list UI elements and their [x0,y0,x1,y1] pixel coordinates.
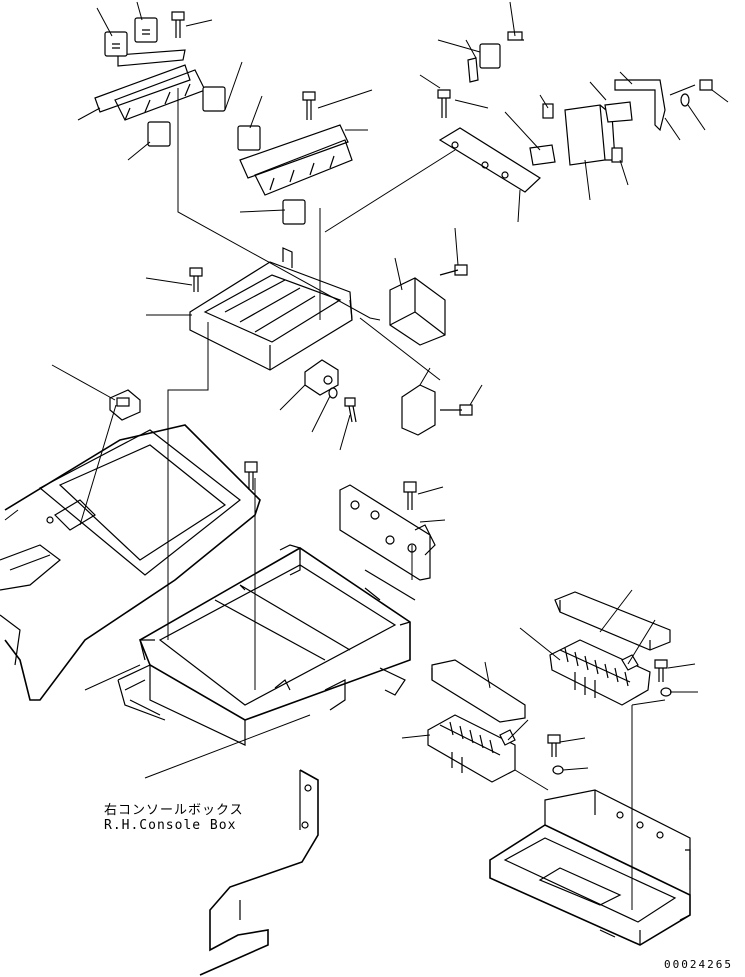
bolt-top-1 [171,11,185,38]
relay-bracket-middle [239,124,353,196]
pad-2 [604,101,633,123]
buzzer [304,359,339,396]
console-base-frame [117,544,411,746]
controller-box-mid [389,277,446,346]
bolt-top-3 [507,31,524,41]
console-bracket-lower [199,769,319,976]
console-body-left [0,424,261,701]
mounting-tray [189,247,353,371]
bracket-small-top [467,57,479,83]
fuse-block-lower [427,714,516,783]
clip-small-2 [611,147,623,163]
relay-5 [237,125,261,151]
screw-right-1 [654,659,668,682]
caption-japanese: 右コンソールボックス [104,803,244,818]
washer-right-1 [660,687,672,697]
bolt-top-2 [302,91,316,120]
caption-english: R.H.Console Box [104,818,237,833]
fuse-block-upper [549,639,651,706]
bolt-mid-2 [439,264,468,276]
bracket-plate-middle [339,484,436,601]
mounting-plate-right [438,127,541,193]
washer-right-2 [552,765,564,775]
relay-1 [104,31,128,57]
screw-right-2 [547,734,561,757]
fuse-cover-lower [431,659,526,723]
bracket-l-right [614,79,666,132]
clip-lower [499,729,516,746]
bolt-mid-3 [440,404,473,416]
bolt-base-2 [403,481,417,510]
relay-2 [134,17,158,43]
bolt-top-4 [437,89,451,118]
clip-upper [621,654,639,671]
relay-bracket-left [94,49,206,121]
bolt-base-1 [244,461,258,490]
fuse-tray [489,789,691,946]
switch-unit [109,389,141,421]
washer-mid [328,387,338,399]
flasher-unit [401,384,436,436]
screw-mid [344,397,357,423]
relay-6 [282,199,306,225]
relay-7 [479,43,501,69]
drawing-number: 00024265 [664,958,733,971]
bolt-mid-1 [189,267,203,292]
pad-1 [529,144,556,166]
relay-4 [147,121,171,147]
clip-small-1 [542,103,554,119]
relay-3 [202,86,226,112]
fuse-cover-upper [554,591,671,651]
bolt-right-1 [669,79,713,107]
